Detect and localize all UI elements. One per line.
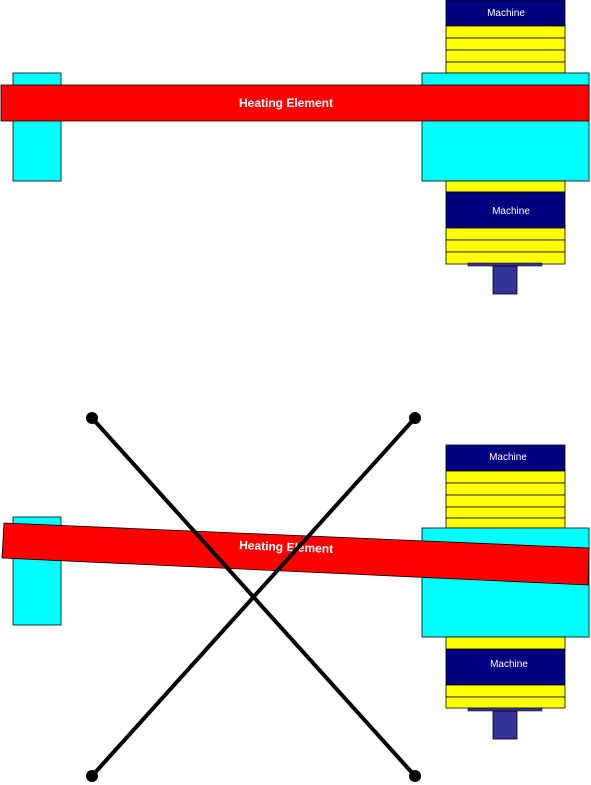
machine-base-plate [467,262,543,267]
heating-element-bar [0,84,590,122]
bottom-diagram: Machine Machine Heating Element [1,412,590,782]
machine-base-plate [467,707,543,712]
heating-element-label: Heating Element [239,96,333,110]
machine-lower-label: Machine [492,206,530,217]
machine-upper-header [445,444,566,472]
machine-base-post [492,265,518,295]
machine-upper-coils [445,25,566,74]
machine-lower-spacer [445,180,566,193]
heating-element-bar-tilted [1,522,590,586]
machine-lower-label: Machine [490,659,528,670]
cross-out-x-mark [86,412,421,782]
machine-upper-header [445,0,566,27]
machine-upper-label: Machine [487,8,525,19]
top-diagram: Machine Machine Heating Element [0,0,590,295]
machine-upper-label: Machine [489,452,527,463]
heating-element-label: Heating Element [239,538,334,556]
machine-lower-header [445,191,566,229]
machine-lower-header [445,648,566,686]
machine-lower-spacer [445,636,566,650]
machine-base-post [492,710,518,740]
machine-upper-coils [445,470,566,529]
machine-lower-coils [445,684,566,709]
machine-lower-coils [445,227,566,265]
